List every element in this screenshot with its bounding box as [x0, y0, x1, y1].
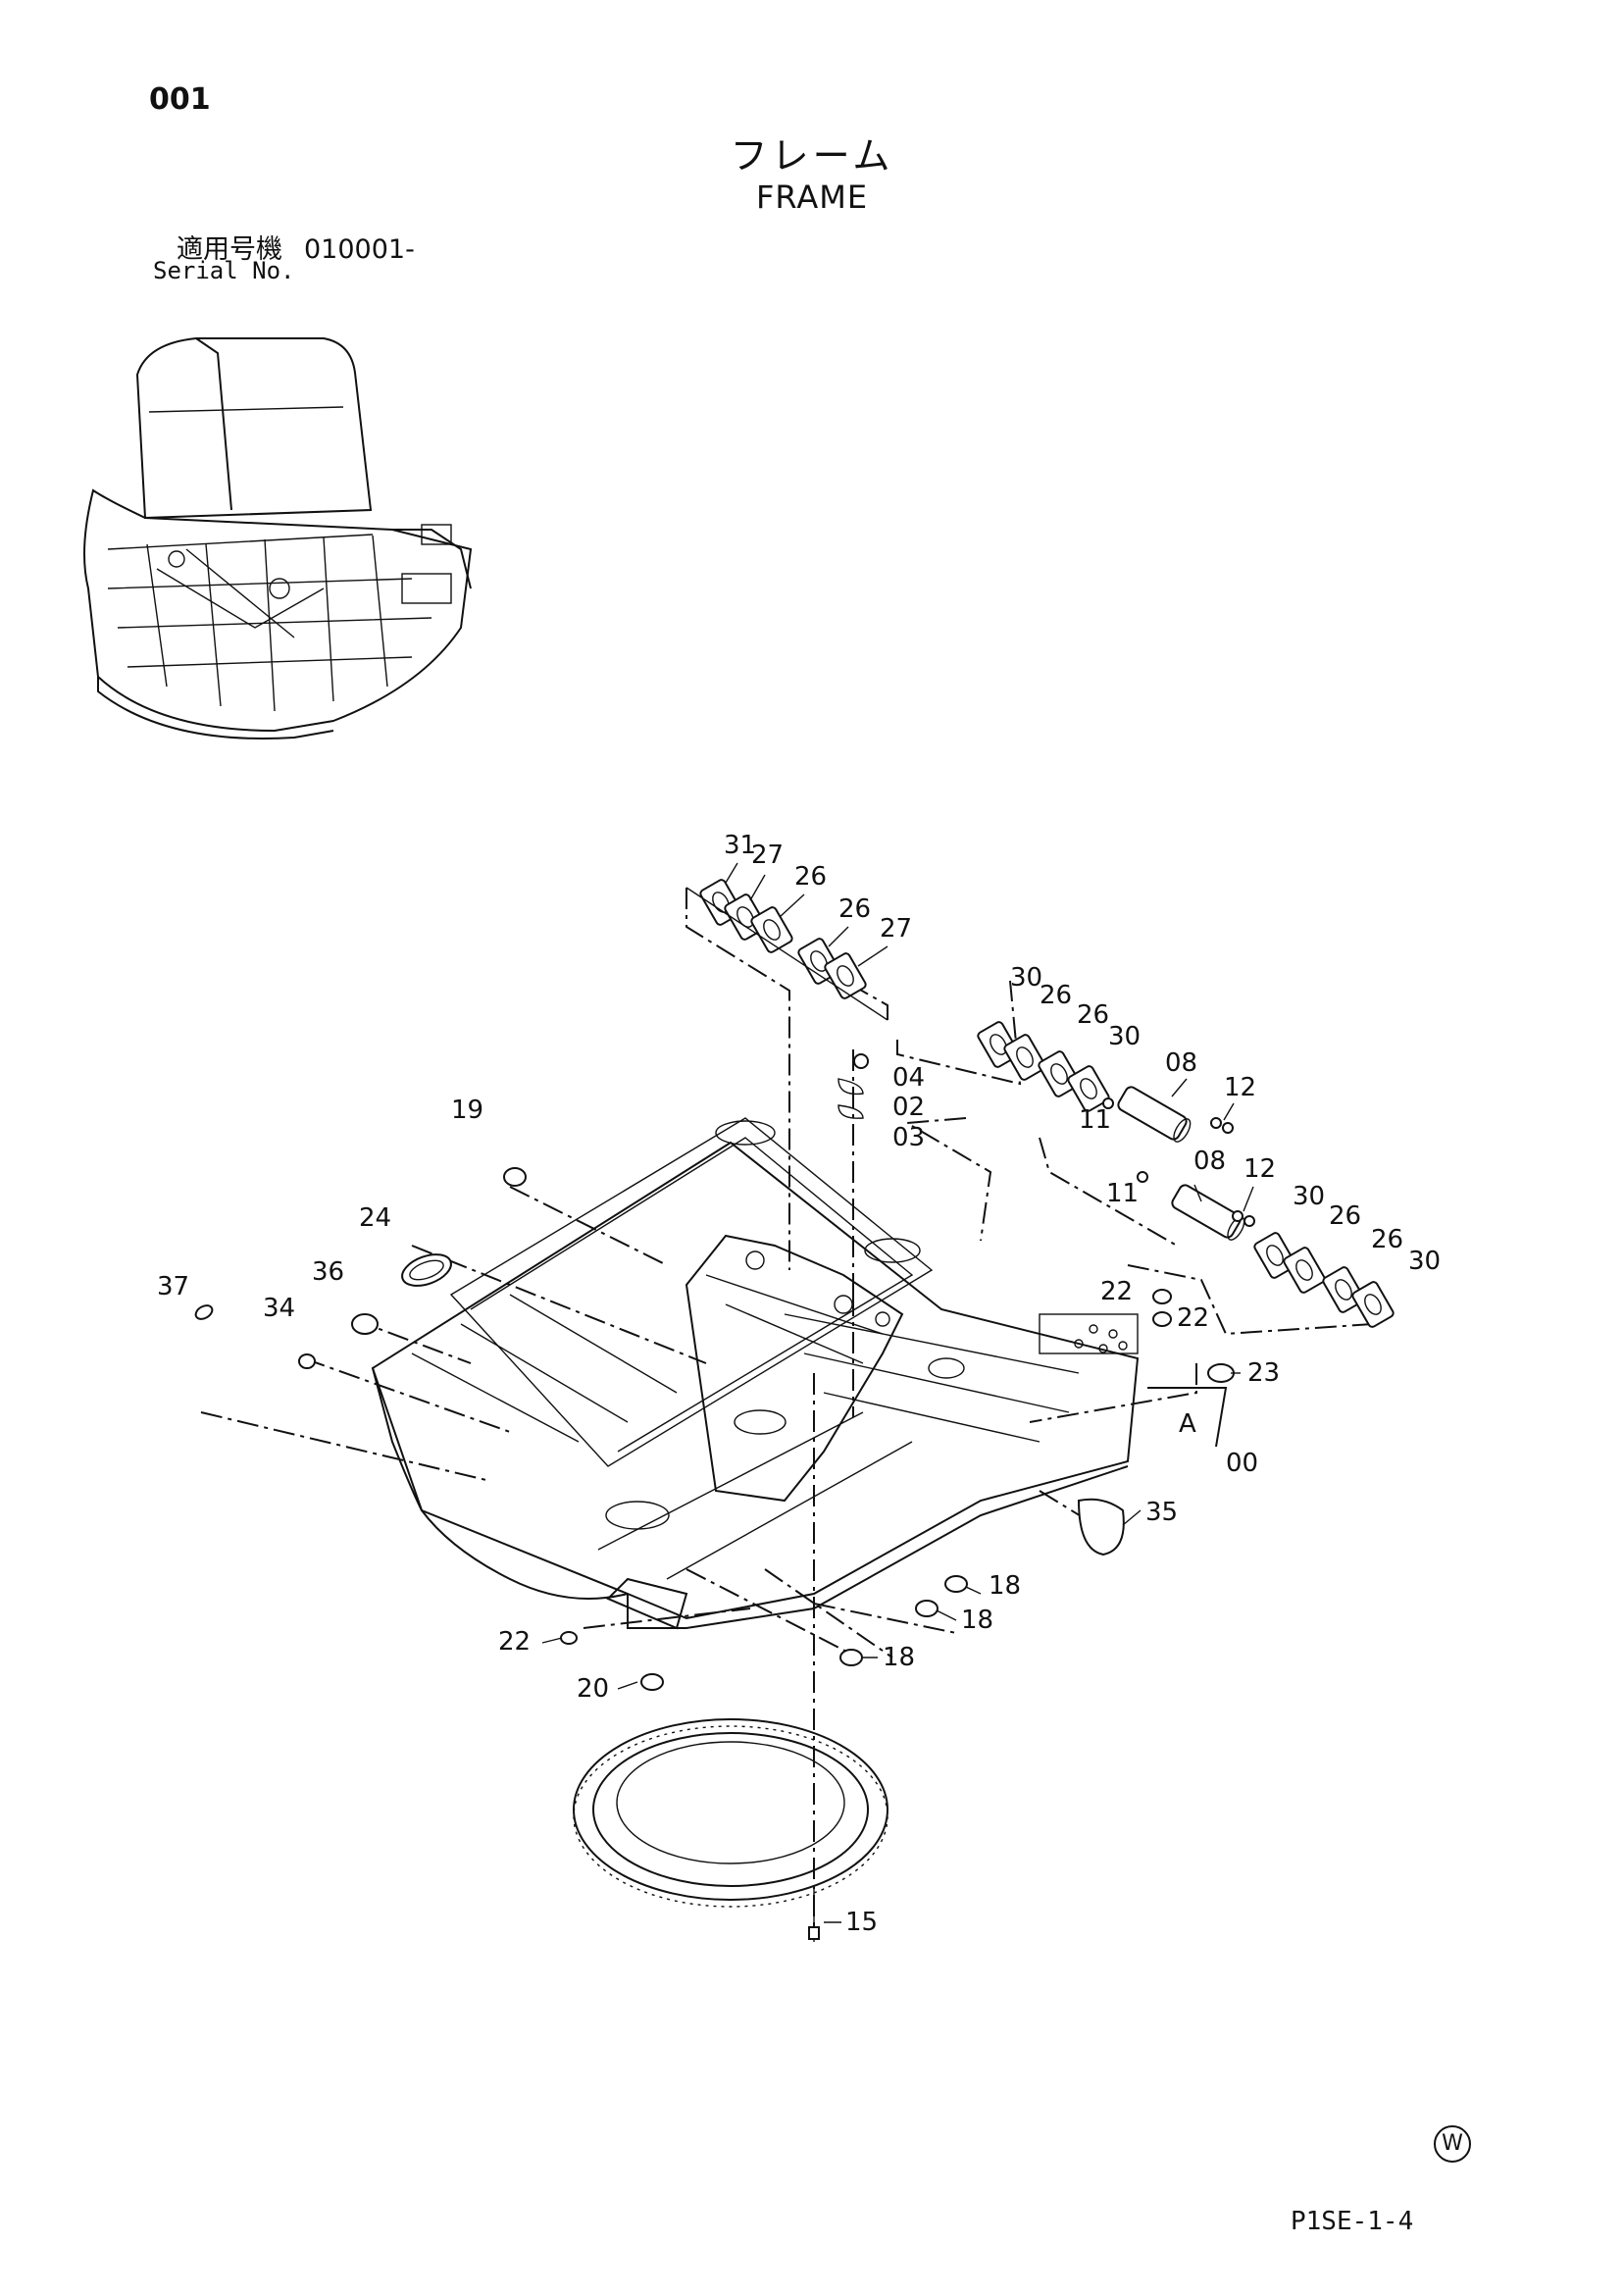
callout-22: 22: [498, 1627, 531, 1657]
callout-20: 20: [577, 1674, 609, 1704]
callout-30: 30: [1293, 1182, 1325, 1211]
serial-value: 010001-: [304, 234, 415, 265]
callout-30: 30: [1108, 1022, 1141, 1051]
callout-15: 15: [845, 1908, 878, 1937]
callout-11: 11: [1106, 1179, 1139, 1208]
upper-frame-body: [371, 1117, 1140, 1629]
callout-labels: 31 27 26 26 27 30 26 26 30 08 12 04 02 0…: [157, 831, 1441, 1937]
swing-bearing-ring: [573, 1718, 888, 1908]
callout-30: 30: [1408, 1247, 1441, 1276]
excavator-overview-thumbnail: [83, 337, 473, 740]
callout-18: 18: [883, 1643, 915, 1672]
shim-plates-middle-group: [977, 1021, 1110, 1112]
callout-30: 30: [1010, 963, 1042, 993]
title-japanese: フレーム: [730, 134, 894, 178]
document-code: P1SE-1-4: [1291, 2207, 1414, 2236]
manufacturer-mark-icon: W: [1434, 2125, 1471, 2163]
callout-11: 11: [1079, 1105, 1111, 1135]
page-number: 001: [149, 82, 211, 117]
pins-and-bolts: [808, 1053, 1255, 1942]
title-english: FRAME: [755, 179, 869, 216]
callout-12: 12: [1243, 1154, 1276, 1184]
callout-02: 02: [892, 1093, 925, 1122]
serial-label-english: Serial No.: [153, 257, 295, 284]
callout-04: 04: [892, 1063, 925, 1093]
callout-22: 22: [1177, 1303, 1209, 1333]
shim-plates-top-group: [685, 879, 888, 1021]
callout-26: 26: [1077, 1000, 1109, 1030]
callout-27: 27: [751, 841, 784, 870]
callout-A: A: [1179, 1409, 1196, 1439]
grommets-and-caps: [194, 1167, 1235, 1691]
callout-19: 19: [451, 1096, 483, 1125]
serial-applicability: 適用号機 010001-: [177, 228, 415, 266]
callout-23: 23: [1247, 1358, 1280, 1388]
callout-12: 12: [1224, 1073, 1256, 1102]
callout-18: 18: [961, 1606, 993, 1635]
serial-label-japanese: 適用号機: [177, 234, 282, 265]
callout-26: 26: [838, 894, 871, 924]
callout-24: 24: [359, 1203, 391, 1233]
callout-leader-ticks: [541, 862, 1254, 1923]
callout-18: 18: [989, 1571, 1021, 1601]
callout-26: 26: [1371, 1225, 1403, 1254]
callout-35: 35: [1145, 1498, 1178, 1527]
leader-lines: [200, 888, 1374, 1927]
callout-31: 31: [724, 831, 756, 860]
callout-26: 26: [794, 862, 827, 892]
callout-08: 08: [1193, 1147, 1226, 1176]
callout-26: 26: [1040, 981, 1072, 1010]
callout-08: 08: [1165, 1048, 1197, 1078]
callout-36: 36: [312, 1257, 344, 1287]
callout-34: 34: [263, 1294, 295, 1323]
callout-27: 27: [880, 914, 912, 944]
callout-00: 00: [1226, 1449, 1258, 1478]
callout-37: 37: [157, 1272, 189, 1301]
callout-03: 03: [892, 1123, 925, 1152]
callout-26: 26: [1329, 1201, 1361, 1231]
callout-22: 22: [1100, 1277, 1133, 1306]
shim-plates-lower-group: [1253, 1232, 1395, 1328]
